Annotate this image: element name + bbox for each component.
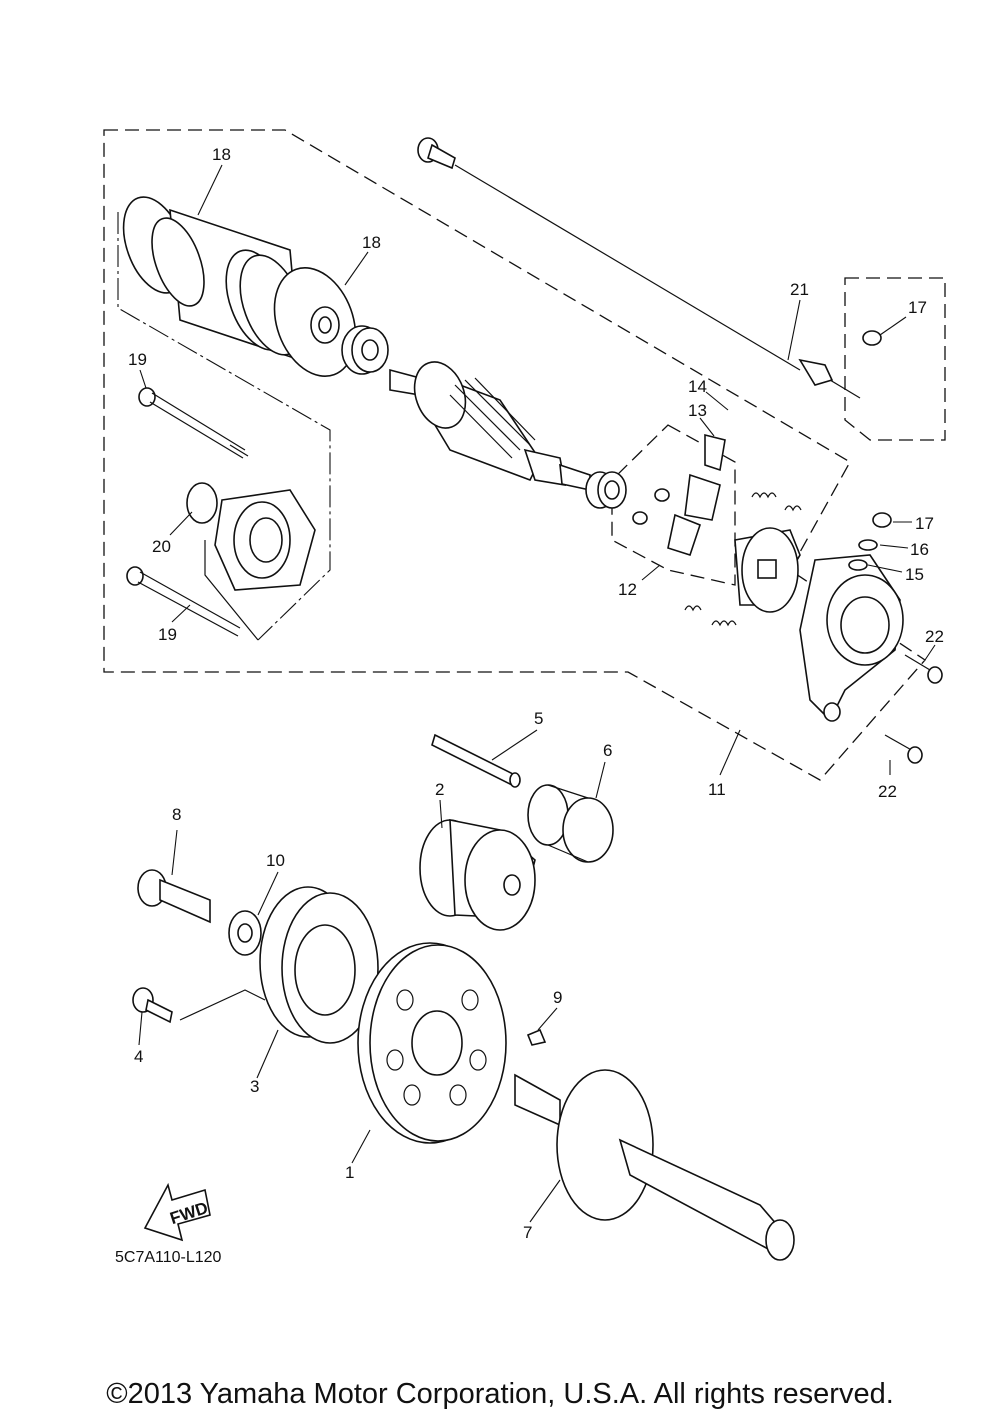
starter-wheel-gear	[357, 942, 507, 1144]
o-ring	[186, 482, 218, 524]
nut-upper	[862, 330, 882, 346]
callout-22-lower: 22	[878, 782, 897, 801]
callout-14: 14	[688, 377, 707, 396]
callout-7: 7	[523, 1223, 532, 1242]
rear-cover	[799, 554, 904, 722]
callout-16: 16	[910, 540, 929, 559]
callout-4: 4	[134, 1047, 143, 1066]
screw-leader	[179, 989, 266, 1021]
needle-bearing	[585, 471, 627, 509]
copyright-notice: ©2013 Yamaha Motor Corporation, U.S.A. A…	[106, 1378, 894, 1410]
bearing	[341, 325, 389, 375]
front-cover	[214, 489, 316, 591]
cover-bolt-upper	[904, 654, 943, 684]
callout-1: 1	[345, 1163, 354, 1182]
terminal-group-outline	[844, 277, 946, 441]
callout-10: 10	[266, 851, 285, 870]
woodruff-key	[526, 1028, 547, 1046]
callout-19-upper: 19	[128, 350, 147, 369]
screw-4	[132, 987, 173, 1024]
callout-18-lower: 18	[362, 233, 381, 252]
nut-lower	[872, 512, 892, 528]
idler-shaft	[431, 733, 521, 788]
callout-13: 13	[688, 401, 707, 420]
one-way-clutch	[259, 886, 379, 1044]
callout-9: 9	[553, 988, 562, 1007]
callout-15: 15	[905, 565, 924, 584]
starter-shaft	[514, 1069, 795, 1261]
callout-labels: 18 18 19 20 19 21 17 14 13 12 17 16 15 2…	[128, 145, 944, 1242]
callout-19-lower: 19	[158, 625, 177, 644]
idler-gear	[419, 819, 536, 931]
callout-6: 6	[603, 741, 612, 760]
washer-10	[228, 910, 262, 956]
flange-bolt	[137, 869, 211, 924]
callout-22-upper: 22	[925, 627, 944, 646]
leader-lines	[138, 164, 936, 1223]
cover-bracket-line	[204, 540, 259, 641]
lead-wire	[417, 137, 861, 399]
armature	[389, 361, 591, 491]
cover-bolt-lower	[884, 734, 923, 764]
callout-5: 5	[534, 709, 543, 728]
starter-yoke	[122, 196, 357, 378]
insulator	[848, 559, 868, 571]
callout-21: 21	[790, 280, 809, 299]
callout-8: 8	[172, 805, 181, 824]
diagram-code: 5C7A110-L120	[115, 1249, 222, 1266]
idler-gear-small	[527, 784, 614, 863]
brush-holder	[632, 433, 801, 613]
callout-3: 3	[250, 1077, 259, 1096]
callout-17-upper: 17	[908, 298, 927, 317]
callout-12: 12	[618, 580, 637, 599]
yoke-centerline	[117, 212, 331, 641]
washer	[858, 539, 878, 551]
through-bolt-upper	[138, 387, 249, 459]
callout-2: 2	[435, 780, 444, 799]
callout-20: 20	[152, 537, 171, 556]
forward-arrow-icon: FWD	[143, 1182, 211, 1242]
springs	[684, 492, 802, 627]
callout-18-upper: 18	[212, 145, 231, 164]
through-bolt-lower	[126, 566, 241, 637]
callout-17-lower: 17	[915, 514, 934, 533]
callout-11: 11	[708, 780, 726, 799]
